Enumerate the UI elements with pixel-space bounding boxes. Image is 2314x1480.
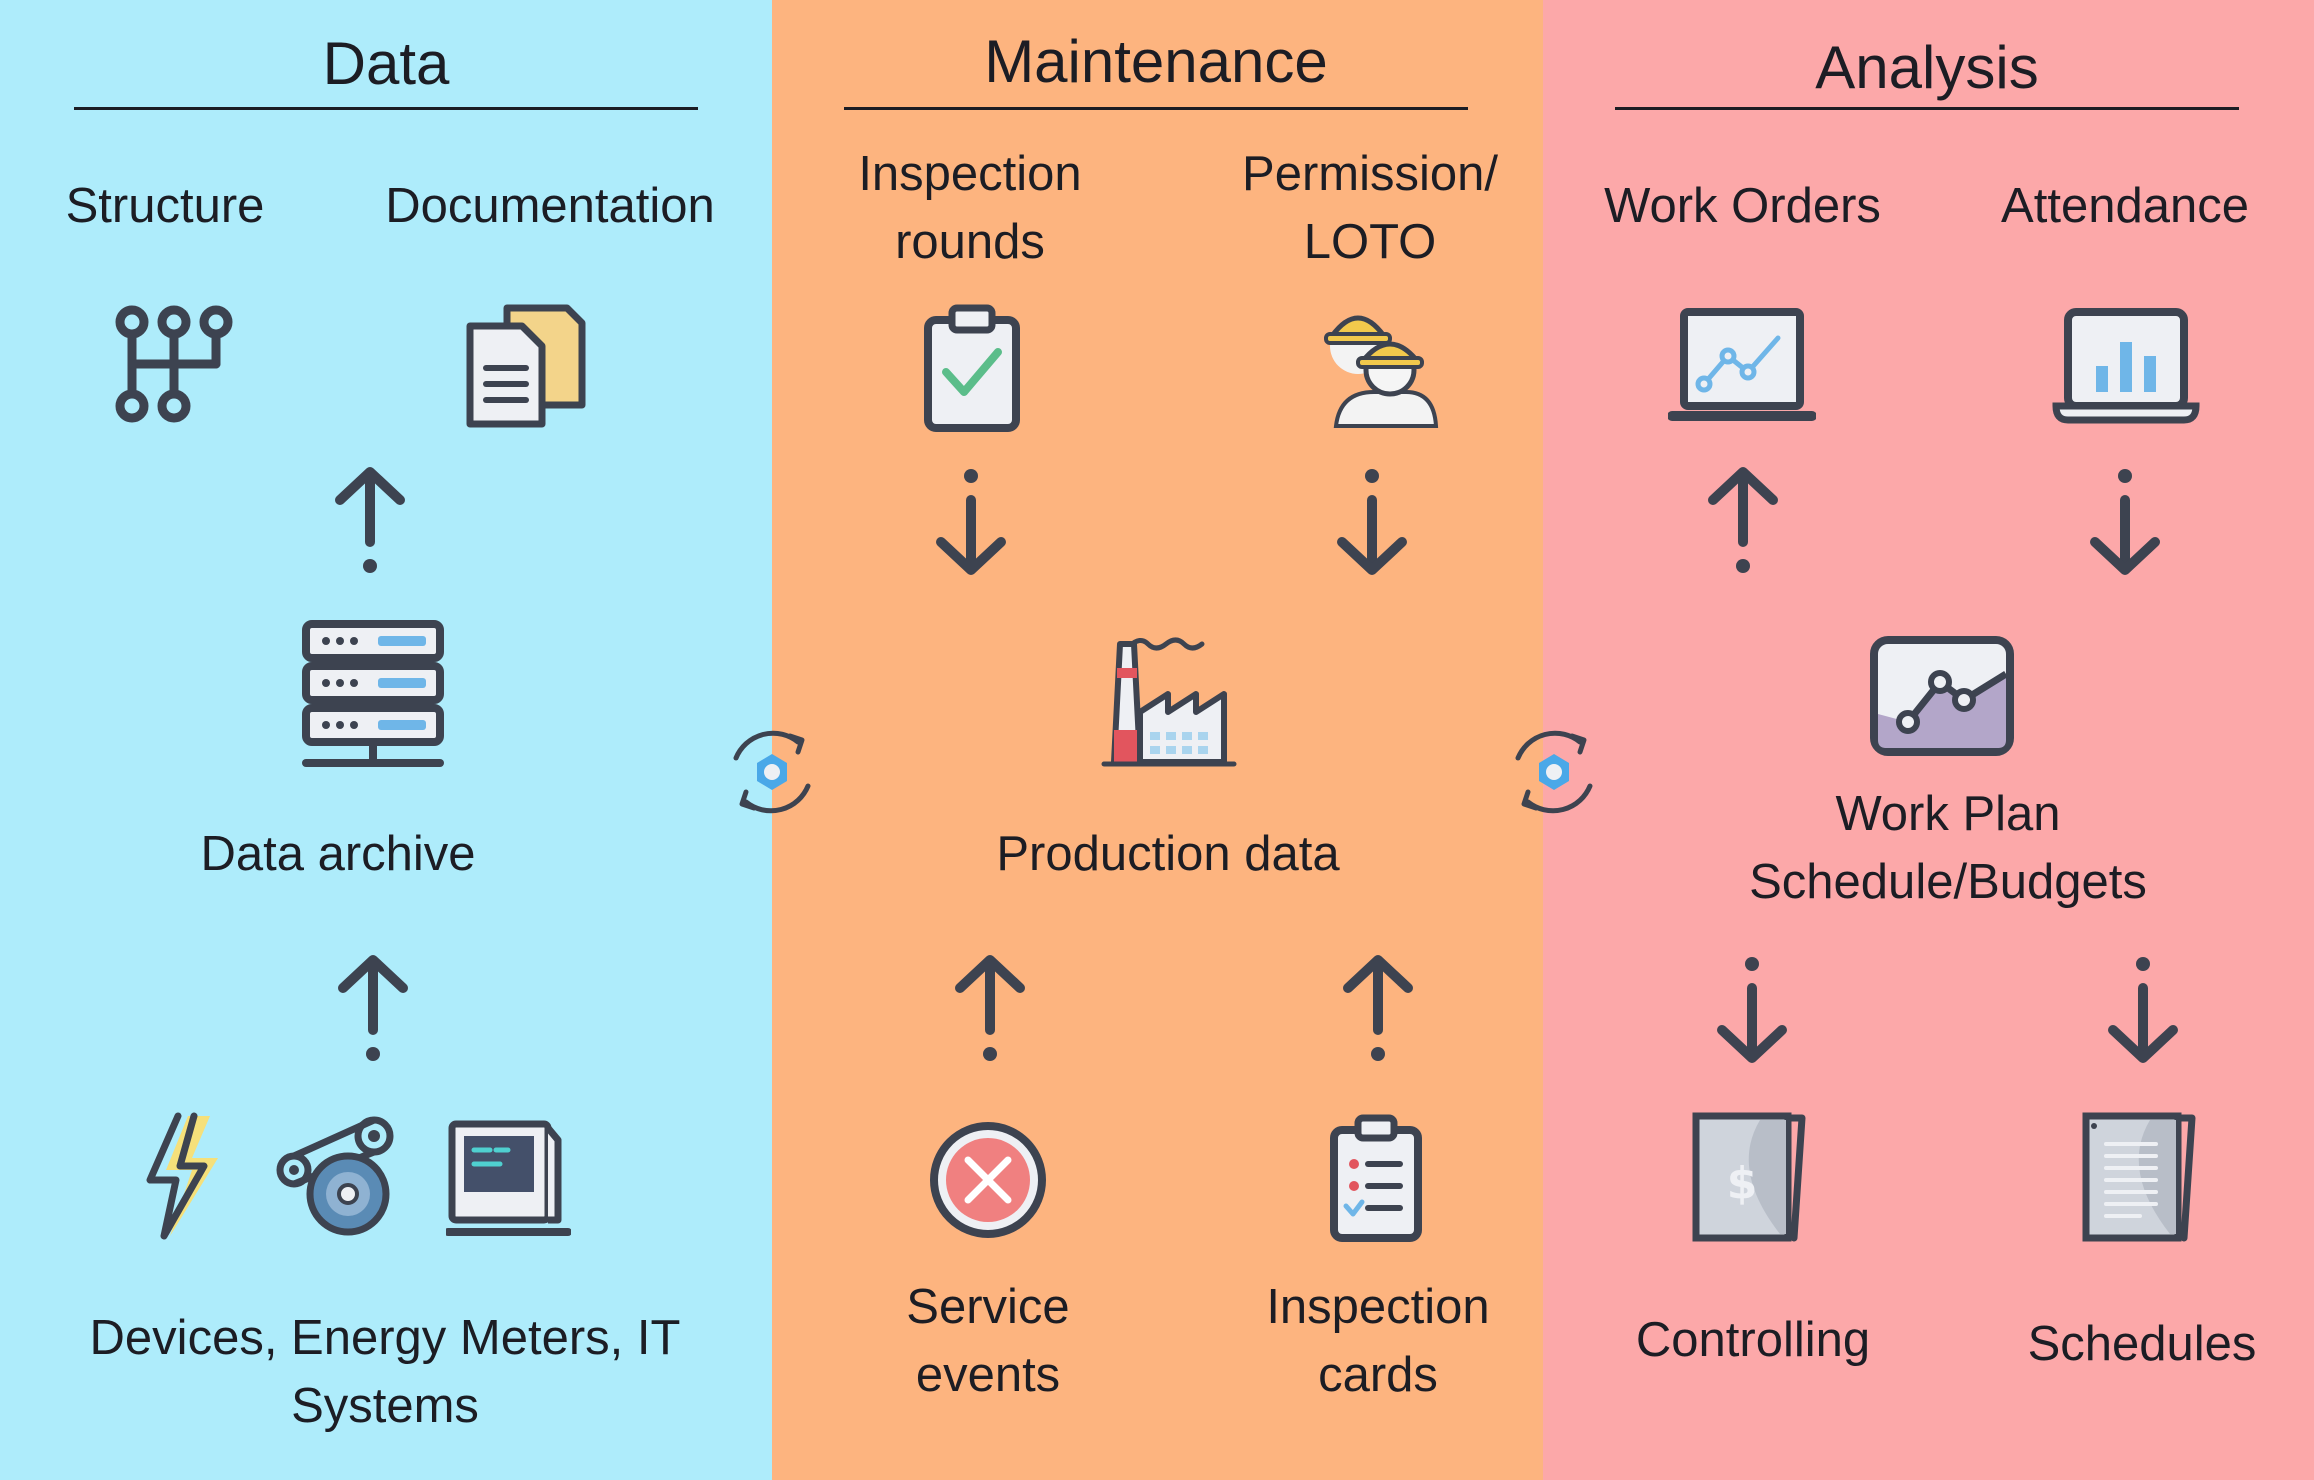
arrow-up — [950, 954, 1030, 1064]
controlling-label: Controlling — [1635, 1313, 1871, 1367]
data-title-rule — [74, 107, 698, 110]
arrow-down — [1712, 954, 1792, 1064]
arrow-down — [2103, 954, 2183, 1064]
svg-text:$: $ — [1727, 1158, 1758, 1209]
clipboard-check-icon — [922, 300, 1022, 435]
inspection-cards-label: Inspection cards — [1266, 1280, 1490, 1402]
structure-label: Structure — [65, 179, 265, 233]
sources-label: Devices, Energy Meters, IT Systems — [89, 1311, 681, 1433]
work-plan-label: Work Plan Schedule/Budgets — [1749, 787, 2147, 909]
factory-icon — [1100, 616, 1240, 771]
arrow-up — [330, 466, 410, 576]
motor-icon — [272, 1112, 407, 1247]
maintenance-title: Maintenance — [984, 28, 1328, 95]
server-icon — [298, 620, 448, 770]
document-list-icon — [2080, 1110, 2200, 1245]
analysis-title: Analysis — [1815, 34, 2039, 101]
documentation-label: Documentation — [385, 179, 715, 233]
sync-gear-icon — [1500, 718, 1608, 826]
checklist-icon — [1326, 1110, 1426, 1245]
inspection-rounds-label: Inspection rounds — [858, 147, 1082, 269]
arrow-up — [333, 954, 413, 1064]
permission-loto-label: Permission/ LOTO — [1242, 147, 1498, 269]
lightning-icon — [130, 1110, 230, 1245]
work-orders-label: Work Orders — [1604, 179, 1881, 233]
documents-icon — [462, 300, 592, 430]
data-title: Data — [322, 30, 450, 97]
sync-gear-icon — [718, 718, 826, 826]
attendance-label: Attendance — [2001, 179, 2249, 233]
structure-icon — [108, 300, 238, 430]
arrow-up — [1338, 954, 1418, 1064]
area-chart-icon — [1868, 634, 2016, 759]
production-data-label: Production data — [996, 827, 1340, 881]
schedules-label: Schedules — [2027, 1317, 2257, 1371]
analysis-title-rule — [1615, 107, 2239, 110]
service-events-label: Service events — [906, 1280, 1070, 1402]
data-archive-label: Data archive — [200, 827, 476, 881]
arrow-up — [1703, 466, 1783, 576]
line-chart-laptop-icon — [1668, 306, 1816, 426]
arrow-down — [931, 466, 1011, 576]
maintenance-title-rule — [844, 107, 1468, 110]
arrow-down — [1332, 466, 1412, 576]
invoice-dollar-icon: $ — [1690, 1110, 1810, 1245]
cancel-icon — [928, 1120, 1048, 1240]
workers-icon — [1310, 300, 1440, 430]
bar-chart-laptop-icon — [2052, 306, 2200, 426]
computer-icon — [446, 1118, 571, 1238]
arrow-down — [2085, 466, 2165, 576]
